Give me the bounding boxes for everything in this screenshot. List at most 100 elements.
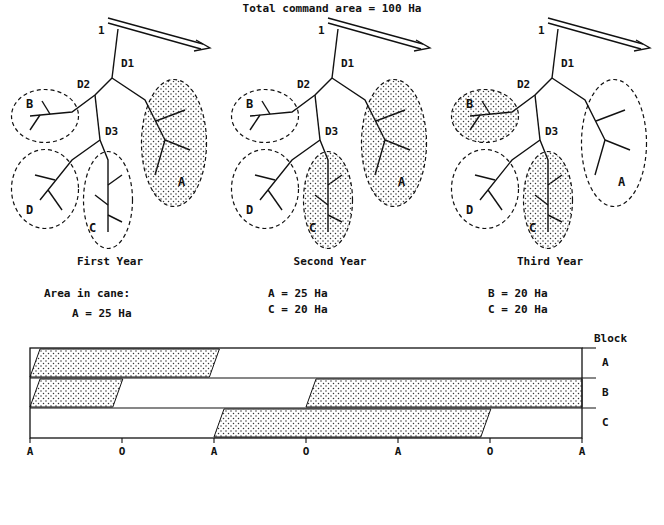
block-letter: B [26, 98, 33, 110]
block-outline [10, 88, 80, 144]
irrigation-block: B [450, 88, 520, 144]
axis-tick [397, 438, 398, 443]
block-outline [580, 78, 648, 208]
chart-frame [30, 348, 582, 438]
distributary-line [552, 29, 558, 78]
block-outline [302, 150, 354, 250]
distributary-line [112, 29, 118, 78]
block-outline [10, 148, 80, 230]
block-boundary [362, 80, 427, 207]
distributary-line [315, 95, 320, 140]
block-outline [450, 148, 520, 230]
block-boundary [582, 80, 647, 207]
row-label: C [602, 417, 609, 429]
irrigation-block: D [230, 148, 300, 230]
row-label: A [602, 357, 609, 369]
junction-label: D1 [341, 58, 354, 70]
block-boundary [304, 152, 353, 249]
block-letter: B [246, 98, 253, 110]
irrigation-block: D [450, 148, 520, 230]
canal-number: 1 [98, 25, 105, 37]
irrigation-block: A [360, 78, 428, 208]
main-canal [108, 18, 203, 44]
distributary-line [48, 190, 62, 210]
block-boundary [232, 150, 299, 229]
distributary-line [95, 95, 100, 140]
block-letter: D [466, 204, 473, 216]
block-outline [140, 78, 208, 208]
block-boundary [142, 80, 207, 207]
axis-tick [305, 438, 306, 443]
irrigation-block: C [82, 150, 134, 250]
block-letter: C [89, 222, 96, 234]
distributary-line [30, 95, 95, 116]
main-canal [548, 18, 643, 44]
distributary-line [535, 95, 540, 140]
axis-label: A [395, 446, 402, 458]
block-outline [450, 88, 520, 144]
axis-tick [581, 438, 582, 443]
row-divider [30, 377, 596, 378]
block-letter: C [309, 222, 316, 234]
block-letter: A [398, 176, 405, 188]
block-boundary [452, 150, 519, 229]
block-letter: B [466, 98, 473, 110]
block-outline [360, 78, 428, 208]
distributary-line [30, 115, 40, 130]
canal-number: 1 [538, 25, 545, 37]
block-outline [230, 148, 300, 230]
distributary-line [596, 110, 625, 121]
distributary-line [268, 190, 282, 210]
cane-band [30, 379, 123, 407]
junction-label: D1 [561, 58, 574, 70]
irrigation-block: B [230, 88, 300, 144]
block-boundary [84, 152, 133, 249]
year-caption: First Year [77, 256, 143, 268]
year-caption: Second Year [294, 256, 367, 268]
distributary-line [35, 175, 55, 180]
axis-label: O [119, 446, 126, 458]
cane-band [306, 379, 582, 407]
block-boundary [12, 90, 79, 143]
main-canal [328, 18, 423, 44]
block-letter: C [529, 222, 536, 234]
junction-label: D2 [517, 79, 530, 91]
distributary-line [250, 95, 315, 116]
row-divider [582, 347, 596, 348]
area-value: C = 20 Ha [488, 304, 548, 316]
block-boundary [524, 152, 573, 249]
axis-label: A [211, 446, 218, 458]
main-canal [328, 23, 421, 49]
flow-arrow [634, 40, 650, 51]
irrigation-block: C [302, 150, 354, 250]
flow-arrow [194, 40, 210, 51]
junction-label: D3 [105, 126, 118, 138]
irrigation-block: A [140, 78, 208, 208]
distributary-line [95, 195, 108, 205]
block-outline [230, 88, 300, 144]
canal-number: 1 [318, 25, 325, 37]
main-canal [108, 23, 201, 49]
year-caption: Third Year [517, 256, 583, 268]
distributary-line [605, 140, 630, 150]
row-label: B [602, 387, 609, 399]
junction-label: D2 [297, 79, 310, 91]
distributary-line [315, 78, 332, 95]
area-value: A = 25 Ha [72, 308, 132, 320]
area-value: C = 20 Ha [268, 304, 328, 316]
axis-label: A [27, 446, 34, 458]
junction-label: D3 [545, 126, 558, 138]
block-boundary [12, 150, 79, 229]
cane-band [214, 409, 491, 437]
junction-label: D1 [121, 58, 134, 70]
block-outline [82, 150, 134, 250]
cane-band [30, 349, 219, 377]
block-letter: A [618, 176, 625, 188]
axis-tick [121, 438, 122, 443]
irrigation-block: B [10, 88, 80, 144]
distributary-line [535, 78, 552, 95]
distributary-line [332, 29, 338, 78]
irrigation-block: D [10, 148, 80, 230]
main-canal [548, 23, 641, 49]
block-letter: D [246, 204, 253, 216]
